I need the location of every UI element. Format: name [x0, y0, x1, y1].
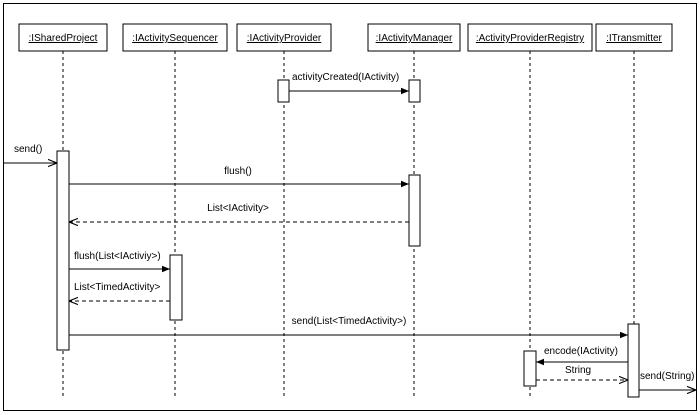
message-label: send(List<TimedActivity>) [292, 316, 407, 327]
activation-provider-registry [523, 350, 537, 387]
message-activity-created: activityCreated(IActivity) [289, 72, 409, 95]
message-label: flush() [224, 166, 252, 177]
message-label: activityCreated(IActivity) [292, 72, 399, 83]
message-list-timed-activity: List<TimedActivity> [69, 282, 170, 301]
activation-activity-provider [277, 79, 290, 103]
message-send-string: send(String) [639, 371, 696, 390]
activation-shared-project [56, 150, 70, 351]
message-label: send() [14, 144, 42, 155]
message-send-list: send(List<TimedActivity>) [69, 316, 628, 339]
message-string-return: String [536, 365, 628, 380]
message-flush: flush() [69, 166, 409, 188]
participant-shared-project: :ISharedProject [18, 23, 108, 52]
message-list-iactivity: List<IActivity> [69, 203, 409, 222]
message-label: List<TimedActivity> [74, 282, 160, 293]
participant-provider-registry: :ActivityProviderRegistry [467, 23, 593, 52]
message-label: send(String) [640, 371, 694, 382]
message-label: flush(List<IActiviy>) [74, 251, 161, 262]
message-encode: encode(IActivity) [536, 346, 628, 366]
participant-activity-sequencer: :IActivitySequencer [122, 23, 228, 52]
participant-label: :ISharedProject [29, 33, 98, 44]
participant-activity-provider: :IActivityProvider [236, 23, 332, 52]
participant-label: :ITransmitter [606, 33, 662, 44]
participant-label: :ActivityProviderRegistry [476, 33, 584, 44]
activation-activity-manager-2 [408, 174, 421, 247]
message-flush-list: flush(List<IActiviy>) [69, 251, 170, 273]
message-label: encode(IActivity) [544, 346, 618, 357]
participant-label: :IActivityProvider [247, 33, 322, 44]
activation-activity-sequencer [169, 254, 183, 321]
participant-activity-manager: :IActivityManager [367, 23, 461, 52]
participant-label: :IActivityManager [376, 33, 453, 44]
diagram-frame [3, 3, 697, 411]
message-send: send() [4, 144, 57, 163]
message-label: String [565, 365, 591, 376]
participant-label: :IActivitySequencer [132, 33, 218, 44]
message-label: List<IActivity> [207, 203, 269, 214]
activation-activity-manager-1 [408, 79, 421, 103]
activation-transmitter [627, 323, 640, 398]
participant-transmitter: :ITransmitter [595, 23, 673, 52]
